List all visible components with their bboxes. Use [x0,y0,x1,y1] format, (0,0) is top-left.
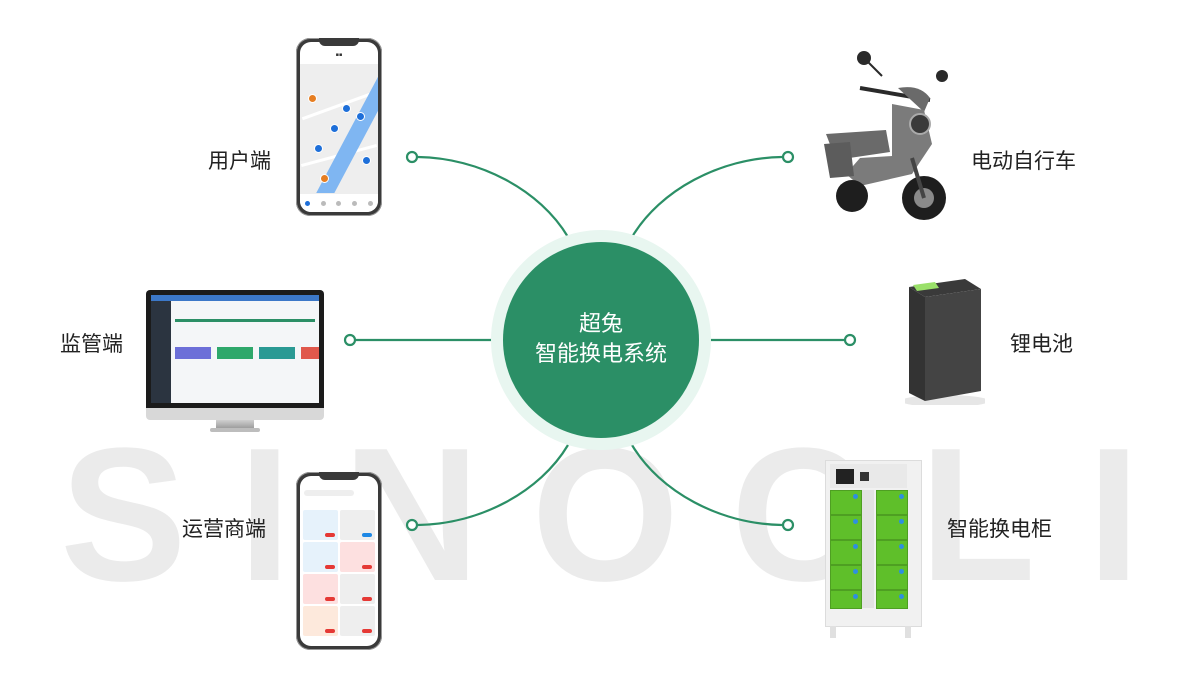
connector-dot [405,518,419,532]
watermark-sinocli: S I N O C L I [0,409,1200,621]
connector-dot [781,150,795,164]
watermark-letter: L [919,409,1036,621]
label-operator-client: 运营商端 [182,517,266,541]
operator-app-phone-icon [296,472,382,650]
label-electric-bike: 电动自行车 [971,149,1076,173]
monitor-base [210,428,260,432]
watermark-letter: S [60,409,187,621]
admin-dashboard-monitor-icon [146,290,324,408]
connector-dot [781,518,795,532]
connector-swap-cabinet [631,444,783,527]
map-view [300,60,378,212]
connector-operator-client [417,444,569,527]
label-swap-cabinet: 智能换电柜 [947,517,1052,541]
label-lithium-battery: 锂电池 [1010,332,1073,356]
watermark-letter: I [1087,409,1140,621]
monitor-stand [216,420,254,428]
lithium-battery-icon [905,279,985,405]
hub-title: 超兔 [578,312,623,337]
connector-dot [405,150,419,164]
connector-electric-bike [631,155,783,238]
label-supervision-client: 监管端 [60,332,123,356]
electric-scooter-icon [824,51,948,220]
connector-dot [843,333,857,347]
hub-center: 超兔 智能换电系统 [503,242,699,438]
battery-swap-cabinet-icon [825,460,922,638]
user-app-phone-icon: ▪▪ [296,38,382,216]
label-user-client: 用户端 [208,149,271,173]
monitor-chin [146,408,324,420]
hub-subtitle: 智能换电系统 [534,342,667,367]
watermark-letter: O [531,409,680,621]
connector-user-client [417,155,569,238]
watermark-letter: I [238,409,292,621]
connector-dot [343,333,357,347]
